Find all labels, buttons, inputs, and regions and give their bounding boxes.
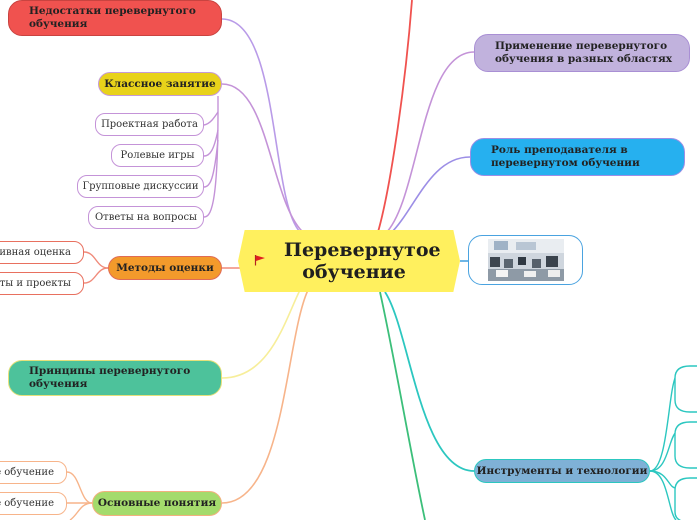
topic-teacher-role-label: Роль преподавателя в перевернутом обучен… [491, 144, 640, 169]
classroom-item-answers[interactable]: Ответы на вопросы [88, 206, 204, 229]
topic-applications[interactable]: Применение перевернутого обучения в разн… [474, 34, 690, 72]
topic-drawbacks-label: Недостатки перевернутого обучения [29, 5, 196, 30]
link-top-red [377, 0, 413, 233]
topic-concepts-label: Основные понятия [97, 497, 217, 509]
topic-concepts[interactable]: Основные понятия [92, 491, 222, 516]
topic-drawbacks[interactable]: Недостатки перевернутого обучения [8, 0, 222, 36]
link-classroom-bracket [203, 96, 219, 218]
link-applications [384, 51, 475, 235]
topic-classroom-label: Классное занятие [104, 77, 216, 90]
tools-child-1[interactable] [674, 365, 697, 413]
assessment-item-2[interactable]: есты и проекты [0, 272, 84, 295]
concepts-item-2[interactable]: ое обучение [0, 492, 67, 515]
tools-child-2[interactable] [674, 421, 697, 469]
assessment-item-1[interactable]: тивная оценка [0, 241, 84, 264]
classroom-item-roleplay[interactable]: Ролевые игры [111, 144, 204, 167]
image-node[interactable] [468, 235, 583, 285]
link-bottom-green [379, 291, 426, 520]
link-principles [221, 289, 301, 379]
topic-principles[interactable]: Принципы перевернутого обучения [8, 360, 222, 396]
topic-tools-label: Инструменты и технологии [476, 464, 648, 477]
link-teacher-role [389, 156, 471, 235]
red-flag-icon [254, 255, 265, 266]
link-concepts [221, 289, 309, 504]
topic-assessment[interactable]: Методы оценки [108, 256, 222, 280]
central-topic-title: Перевернутое обучение [284, 239, 441, 283]
topic-principles-label: Принципы перевернутого обучения [29, 365, 191, 390]
concepts-item-1[interactable]: ое обучение [0, 461, 67, 484]
link-classroom [221, 83, 306, 235]
topic-assessment-label: Методы оценки [116, 261, 214, 274]
topic-applications-label: Применение перевернутого обучения в разн… [495, 40, 673, 65]
classroom-photo-icon [487, 239, 564, 281]
tools-child-3[interactable] [674, 477, 697, 520]
central-topic[interactable]: Перевернутое обучение [238, 230, 460, 292]
topic-classroom[interactable]: Классное занятие [98, 72, 222, 96]
link-tools [384, 291, 475, 472]
topic-tools[interactable]: Инструменты и технологии [474, 459, 650, 483]
classroom-item-project[interactable]: Проектная работа [95, 113, 204, 136]
topic-teacher-role[interactable]: Роль преподавателя в перевернутом обучен… [470, 138, 685, 176]
classroom-item-discussions[interactable]: Групповые дискуссии [77, 175, 204, 198]
